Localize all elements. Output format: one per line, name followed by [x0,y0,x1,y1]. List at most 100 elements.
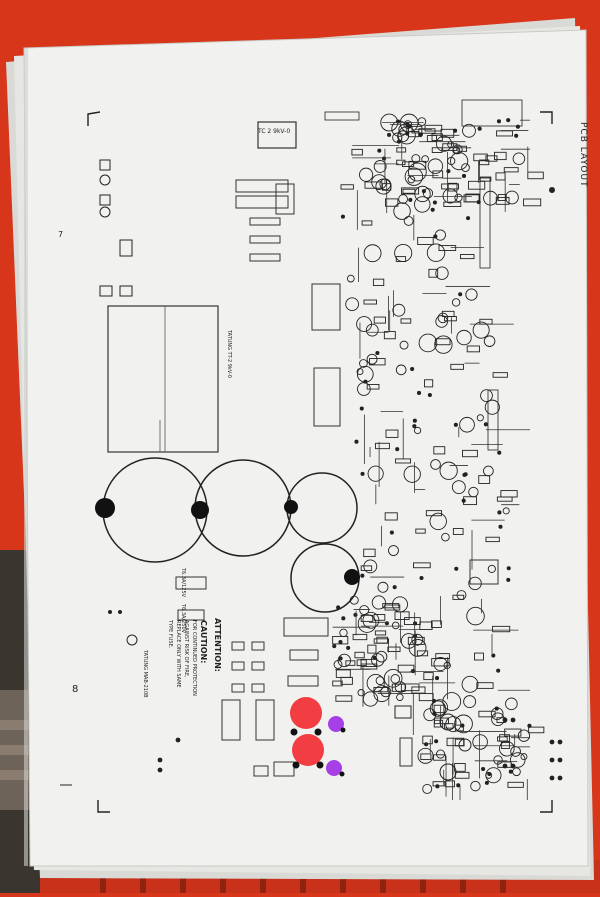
pcb-component [467,180,486,190]
pcb-component [515,124,520,129]
pcb-component [407,162,427,182]
pcb-component [433,704,445,714]
pcb-component [408,160,427,170]
pcb-component [434,229,446,241]
pcb-component [456,590,467,600]
pcb-component [340,184,354,190]
pcb-component [338,640,343,645]
pcb-component [364,181,383,189]
pcb-component [375,350,380,356]
pcb-component [462,449,478,458]
pcb-component [450,152,469,171]
pcb-component [340,214,345,219]
pcb-component [517,729,531,742]
pcb-component [470,780,481,792]
caution-line-4: TYPE FUSE. [167,620,173,649]
pcb-component [497,510,502,515]
pcb-component [411,686,426,694]
pcb-component [454,193,463,202]
pcb-component [376,636,388,644]
pcb-component [422,188,434,199]
pcb-component [404,167,424,186]
pcb-component [506,566,511,571]
pcb-component [461,173,467,179]
pcb-component [450,363,464,370]
pcb-component [396,159,406,166]
pcb-component [373,160,387,173]
pcb-component [512,767,521,777]
pcb-component [430,207,435,212]
pcb-component [346,274,355,283]
pcb-component [414,196,431,213]
pcb-component [384,512,398,521]
pcb-component [401,187,420,195]
pcb-component [357,689,365,697]
pcb-component [457,145,468,152]
pcb-component [373,316,386,324]
pcb-component [360,614,374,622]
pcb-component [478,475,491,484]
pcb-component [395,364,407,376]
pcb-component [476,414,484,422]
pcb-component [439,461,458,480]
pcb-component [411,633,424,646]
pcb-component [431,658,450,667]
pcb-component [387,132,392,137]
pcb-component [484,399,500,415]
pcb-component [476,682,494,689]
pcb-component [397,126,416,145]
pcb-component [408,638,427,657]
pcb-component [496,119,502,124]
pcb-component [447,182,458,192]
pcb-component [497,736,508,742]
pcb-component [332,635,349,645]
pcb-component [359,359,368,368]
pcb-component [403,465,421,483]
pcb-component [478,710,496,718]
pcb-component [399,113,419,133]
large-capacitors [95,457,360,613]
pcb-component [432,711,437,716]
pcb-component [397,664,415,673]
pcb-component [367,644,377,654]
pcb-component [419,576,424,581]
pcb-component [423,672,434,681]
page-number: 8 [72,684,79,695]
pcb-component [410,366,415,372]
pcb-component [373,686,389,693]
pcb-component [357,614,377,633]
pcb-component [472,734,488,750]
pcb-component [420,753,432,760]
pcb-component [506,577,511,582]
pcb-component [452,144,463,155]
pcb-component [492,372,508,378]
pcb-component [435,315,448,328]
pcb-component [367,465,384,482]
pcb-component [422,783,433,794]
pcb-component [388,545,399,556]
fuse-rating-b: T6.3A/250V [180,604,186,634]
pcb-component [527,723,532,728]
pcb-component [412,424,417,429]
pcb-component [407,636,425,645]
pcb-component [463,695,477,709]
pcb-component [361,220,373,226]
pcb-component [418,132,423,138]
pcb-component [484,780,489,785]
pcb-component [405,131,410,136]
pcb-component [413,426,422,435]
pcb-component [359,605,370,616]
pcb-component [433,446,446,455]
pcb-component [503,167,519,173]
highlighted-components [290,697,346,777]
pcb-component [465,288,478,301]
board-id: TATUNG MAB-210B [142,650,148,698]
pcb-component [477,126,482,131]
pcb-component [429,512,447,531]
pcb-component [394,243,413,263]
pcb-component [468,576,482,591]
pcb-component [365,323,379,337]
transformer-label-b: TATUNG TT-2 9kV-0 [226,330,232,378]
pcb-component [371,595,386,610]
pcb-component [362,611,380,629]
